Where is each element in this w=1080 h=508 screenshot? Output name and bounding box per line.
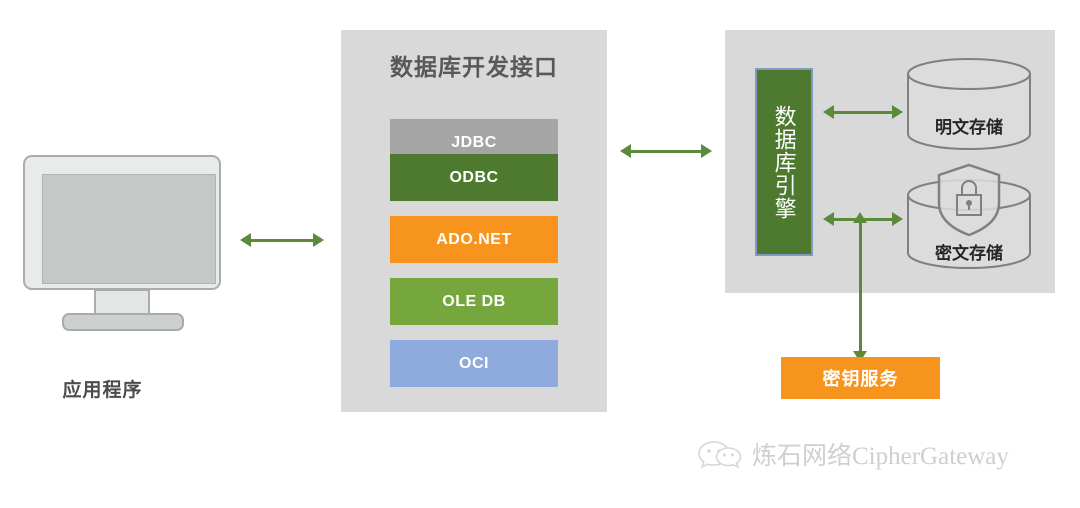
key-service-box[interactable]: 密钥服务 (781, 357, 940, 399)
interface-item-adonet[interactable]: ADO.NET (390, 216, 558, 263)
interface-item-label: JDBC (451, 133, 497, 151)
interface-item-label: OLE DB (442, 292, 506, 310)
arrow-head-left (823, 105, 834, 119)
arrow-head-right (313, 233, 324, 247)
key-service-label: 密钥服务 (822, 369, 899, 389)
application-label: 应用程序 (62, 380, 143, 401)
database-cylinder-icon (907, 58, 1031, 150)
interface-item-label: ADO.NET (436, 230, 512, 248)
application-monitor (18, 150, 228, 345)
arrow-head-down (853, 351, 867, 362)
arrow-shaft (859, 220, 862, 354)
arrow-head-right (892, 105, 903, 119)
arrow-key-service-to-engine (853, 212, 867, 362)
plaintext-storage: 明文存储 (905, 56, 1033, 152)
interface-item-label: OCI (459, 354, 489, 372)
interfaces-panel: 数据库开发接口 JDBC ODBC ADO.NET OLE DB OCI (341, 30, 607, 412)
arrow-shaft (628, 150, 704, 153)
ciphertext-storage: 密文存储 (905, 163, 1033, 273)
database-engine-label: 数据库引擎 (771, 104, 797, 220)
database-cylinder-shield-lock-icon (907, 163, 1031, 269)
engine-panel: 数据库引擎 明文存储 (725, 30, 1055, 293)
arrow-interface-to-engine (620, 144, 712, 158)
arrow-head-right (701, 144, 712, 158)
arrow-app-to-interface (240, 233, 324, 247)
arrow-head-left (240, 233, 251, 247)
monitor-bezel (23, 155, 221, 290)
arrow-head-right (892, 212, 903, 226)
arrow-head-up (853, 212, 867, 223)
ciphertext-storage-label: 密文存储 (935, 244, 1003, 263)
watermark: 炼石网络CipherGateway (697, 437, 1009, 471)
plaintext-storage-label: 明文存储 (935, 118, 1003, 137)
monitor-screen (42, 174, 216, 284)
interface-item-odbc[interactable]: ODBC (390, 154, 558, 201)
interfaces-title: 数据库开发接口 (390, 54, 558, 80)
monitor-stand-base (62, 313, 184, 331)
wechat-icon (698, 441, 742, 469)
interface-item-oci[interactable]: OCI (390, 340, 558, 387)
arrow-head-left (823, 212, 834, 226)
database-engine-box[interactable]: 数据库引擎 (755, 68, 813, 256)
interface-item-label: ODBC (449, 168, 499, 186)
arrow-head-left (620, 144, 631, 158)
arrow-shaft (248, 239, 316, 242)
interface-item-oledb[interactable]: OLE DB (390, 278, 558, 325)
arrow-engine-to-plaintext (823, 105, 903, 119)
arrow-shaft (831, 111, 895, 114)
watermark-text: 炼石网络CipherGateway (752, 443, 1009, 470)
